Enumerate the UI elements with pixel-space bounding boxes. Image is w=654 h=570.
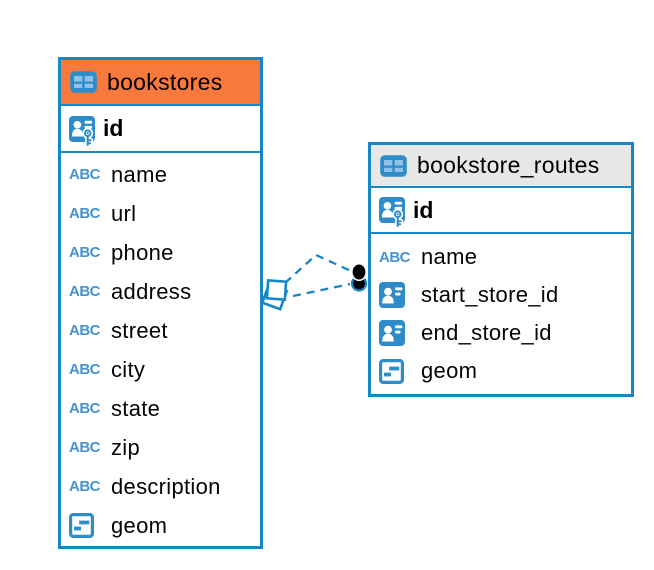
table-icon [379,154,408,178]
column-row-start-store-id[interactable]: start_store_id [371,276,631,314]
relation-line-upper[interactable] [284,253,352,284]
text-type-icon: ABC [379,248,411,266]
column-name: end_store_id [421,320,552,345]
relation-dot-marker [350,262,368,292]
column-name: url [111,200,137,226]
column-row-geom[interactable]: geom [61,506,260,545]
column-name: description [111,473,221,499]
entity-title: bookstore_routes [417,152,600,178]
primary-key-icon [69,115,95,148]
column-row-name[interactable]: ABC name [61,155,260,194]
primary-key-name: id [103,115,124,141]
primary-key-name: id [413,196,434,223]
id-ref-icon [379,282,412,308]
primary-key-row[interactable]: id [61,106,260,153]
column-row-phone[interactable]: ABC phone [61,233,260,272]
column-name: start_store_id [421,282,559,307]
primary-key-icon [379,197,405,229]
geometry-type-icon [69,513,102,538]
column-row-url[interactable]: ABC url [61,194,260,233]
text-type-icon: ABC [69,478,101,495]
column-row-name[interactable]: ABC name [371,238,631,276]
text-type-icon: ABC [69,244,101,261]
column-row-end-store-id[interactable]: end_store_id [371,314,631,352]
text-type-icon: ABC [69,283,101,300]
column-row-description[interactable]: ABC description [61,467,260,506]
entity-header-bookstores[interactable]: bookstores [61,60,260,106]
column-name: state [111,395,161,421]
column-name: geom [111,512,168,538]
column-row-geom[interactable]: geom [371,352,631,390]
column-row-city[interactable]: ABC city [61,350,260,389]
column-row-state[interactable]: ABC state [61,389,260,428]
column-row-zip[interactable]: ABC zip [61,428,260,467]
column-list: ABC name ABC url ABC phone ABC address A… [61,153,260,545]
column-list: ABC name start_store_id [371,234,631,390]
relation-line-lower[interactable] [292,282,351,298]
id-ref-icon [379,320,412,346]
column-row-street[interactable]: ABC street [61,311,260,350]
relation-diamond-marker [260,279,289,311]
column-name: geom [421,358,478,383]
entity-header-bookstore-routes[interactable]: bookstore_routes [371,145,631,188]
text-type-icon: ABC [69,400,101,417]
column-name: name [421,244,478,269]
column-row-address[interactable]: ABC address [61,272,260,311]
text-type-icon: ABC [69,322,101,339]
column-name: phone [111,239,174,265]
primary-key-row[interactable]: id [371,188,631,234]
entity-title: bookstores [107,68,223,95]
column-name: city [111,356,146,382]
table-icon [69,70,98,94]
relationship-link[interactable] [260,253,368,311]
entity-bookstore-routes[interactable]: bookstore_routes [368,142,634,397]
text-type-icon: ABC [69,166,101,183]
column-name: street [111,317,168,343]
text-type-icon: ABC [69,205,101,222]
entity-bookstores[interactable]: bookstores [58,57,263,549]
text-type-icon: ABC [69,361,101,378]
column-name: zip [111,434,141,460]
geometry-type-icon [379,358,412,384]
column-name: address [111,278,192,304]
text-type-icon: ABC [69,439,101,456]
column-name: name [111,161,168,187]
